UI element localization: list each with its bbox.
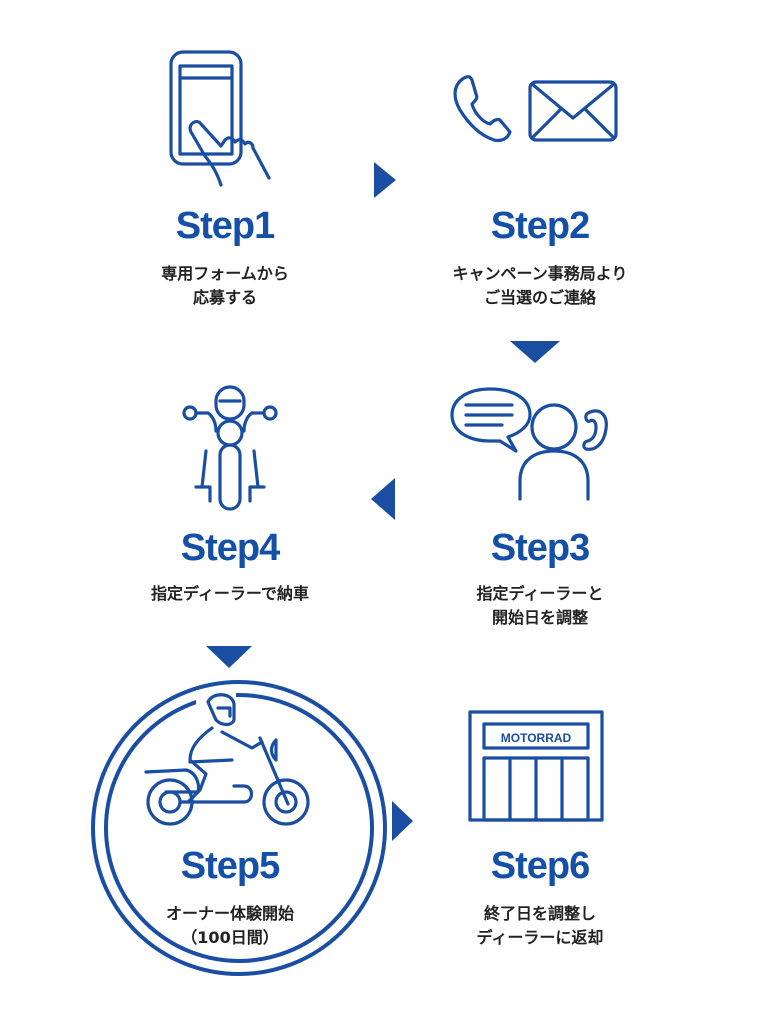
arrow-right-icon	[374, 162, 396, 198]
step-description: オーナー体験開始 （100日間）	[165, 904, 294, 947]
step-description: キャンペーン事務局より ご当選のご連絡	[452, 264, 628, 307]
step-description: 終了日を調整し ディーラーに返却	[476, 904, 604, 947]
person-call-chat-icon	[450, 387, 608, 501]
rider-motorcycle-side-icon	[144, 690, 310, 826]
highlight-ring	[91, 680, 387, 976]
step-title: Step4	[180, 527, 280, 569]
arrow-right-icon	[392, 801, 413, 841]
step-description: 指定ディーラーで納車	[151, 584, 309, 603]
step-description: 指定ディーラーと 開始日を調整	[476, 584, 604, 627]
store-sign-text: MOTORRAD	[501, 731, 572, 745]
phone-and-mail-icon	[453, 75, 618, 143]
arrow-down-icon	[206, 646, 252, 668]
step-title: Step5	[180, 845, 280, 887]
step-description: 専用フォームから 応募する	[161, 264, 289, 307]
step-title: Step1	[175, 205, 275, 247]
dealer-storefront-icon: MOTORRAD	[468, 710, 604, 822]
arrow-left-icon	[371, 478, 395, 520]
rider-front-motorcycle-icon	[182, 385, 278, 511]
step-title: Step2	[490, 205, 590, 247]
step-title: Step6	[490, 845, 590, 887]
smartphone-tap-icon	[169, 50, 271, 187]
arrow-down-icon	[510, 341, 560, 363]
step-title: Step3	[490, 527, 590, 569]
